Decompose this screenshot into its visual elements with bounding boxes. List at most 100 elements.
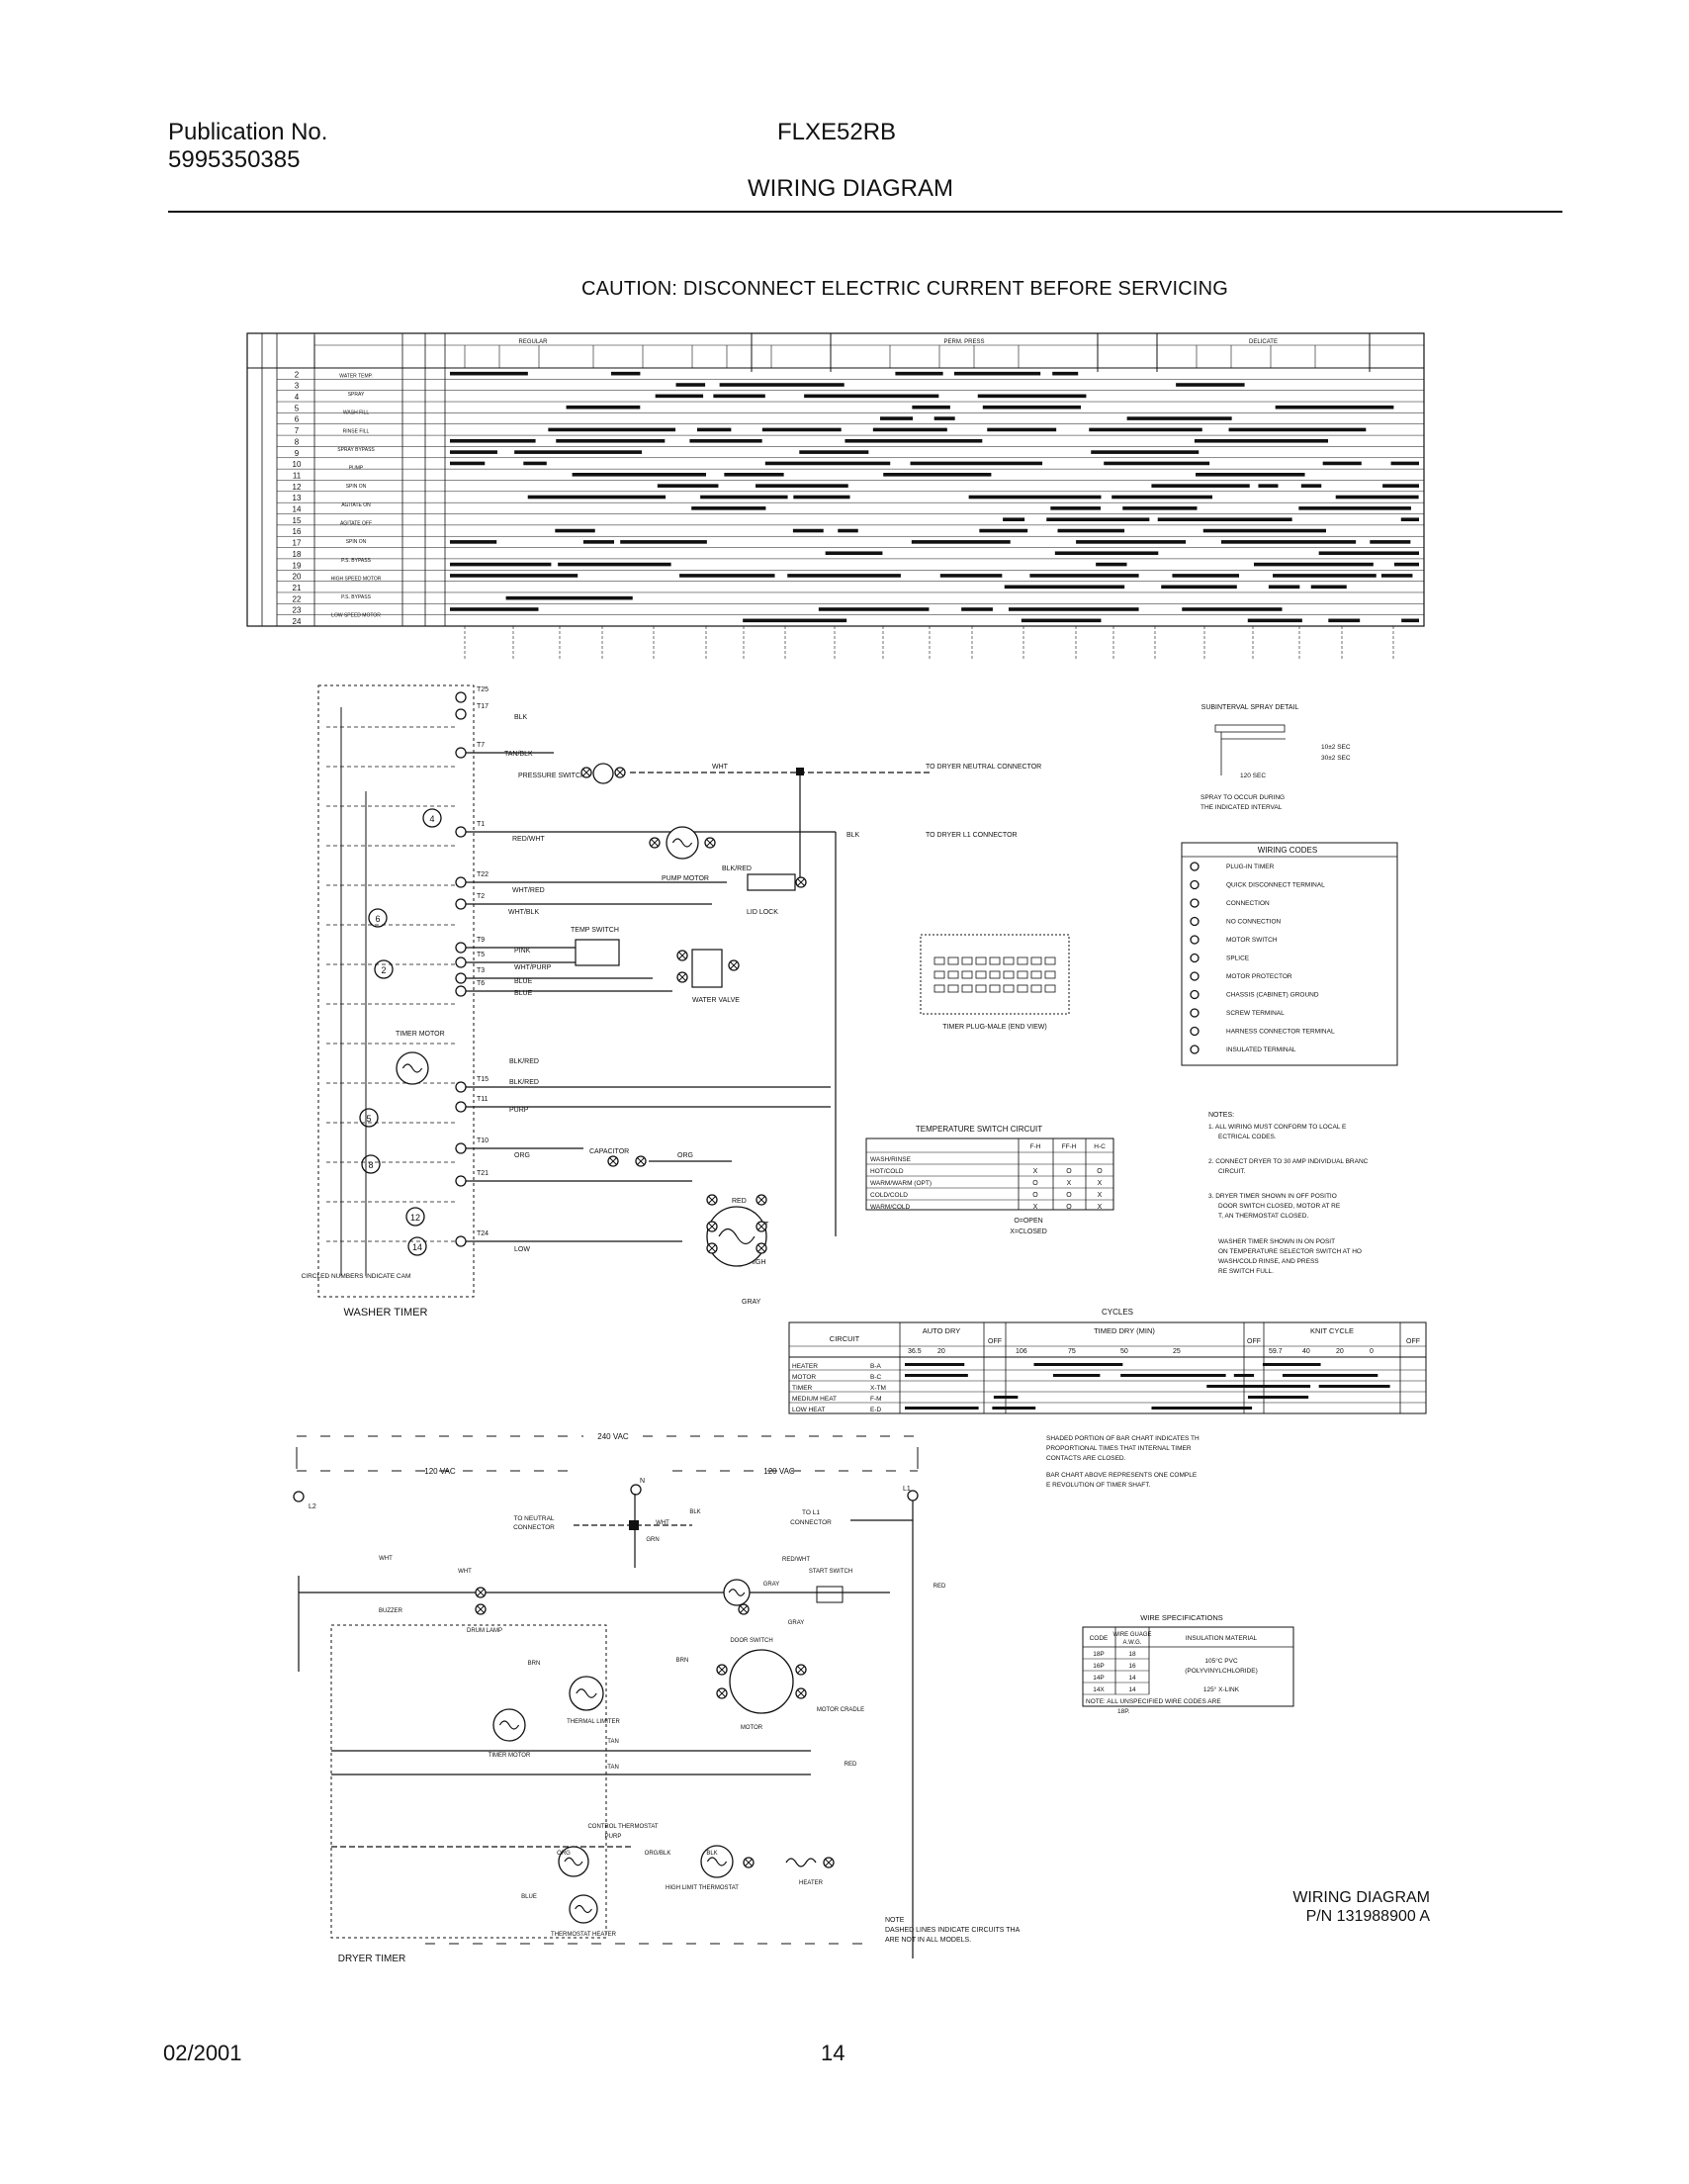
notes-title: NOTES:	[1208, 1112, 1234, 1119]
quick-disconnect-mark	[797, 1666, 805, 1674]
note-line: RE SWITCH FULL.	[1218, 1268, 1274, 1275]
terminal-label: T22	[477, 871, 489, 878]
timer-terminal	[455, 956, 467, 968]
chart-row-number: 10	[293, 460, 302, 469]
timer-plug-pin	[989, 956, 1001, 965]
dryer-wire-label: ORG	[557, 1851, 571, 1857]
dryer-wire-label: GRAY	[763, 1582, 780, 1588]
temp-switch-row-label: WARM/COLD	[870, 1204, 911, 1211]
timer-plug-pin	[1044, 970, 1056, 979]
timer-plug-pin	[1044, 984, 1056, 993]
chart-closed-bar	[1194, 438, 1329, 443]
quick-disconnect-mark	[609, 1157, 617, 1165]
chart-closed-bar	[1089, 427, 1202, 432]
timer-terminal	[455, 985, 467, 997]
chart-closed-bar	[1126, 416, 1232, 420]
wiring-codes-box	[1181, 842, 1398, 1066]
chart-closed-bar	[527, 495, 667, 500]
to-neutral-label: TO NEUTRAL	[513, 1515, 554, 1522]
wire-label: LOW	[514, 1246, 530, 1253]
cycles-closed-bar	[1282, 1374, 1378, 1377]
voltage-120a-label: 120 VAC	[424, 1467, 456, 1476]
timer-terminal	[455, 1101, 467, 1113]
timer-terminal	[455, 691, 467, 703]
cam-number-circle	[405, 1207, 425, 1227]
chart-closed-bar	[838, 528, 858, 533]
terminal-label: T17	[477, 703, 489, 710]
chart-row-number: 2	[295, 370, 300, 379]
cycles-row-code: B-C	[870, 1374, 882, 1381]
cam-number-circle	[374, 959, 394, 979]
dryer-timer-label: DRYER TIMER	[338, 1954, 406, 1964]
cycles-tick: 75	[1068, 1348, 1076, 1355]
chart-closed-bar	[968, 495, 1102, 500]
wire-label: WHT/BLK	[508, 909, 539, 916]
wire-label: CAPACITOR	[589, 1148, 629, 1155]
cycles-closed-bar	[993, 1396, 1019, 1399]
chart-closed-bar	[1400, 517, 1419, 521]
terminal-label: T9	[477, 937, 485, 944]
chart-circuit-label: PUMP	[349, 466, 364, 472]
cycles-note: SHADED PORTION OF BAR CHART INDICATES TH	[1046, 1435, 1200, 1442]
chart-closed-bar	[657, 484, 719, 488]
quick-disconnect-mark	[708, 1244, 716, 1252]
cycles-note: E REVOLUTION OF TIMER SHAFT.	[1046, 1482, 1151, 1489]
wire-specs-note: NOTE: ALL UNSPECIFIED WIRE CODES ARE	[1086, 1698, 1221, 1705]
timer-terminal	[455, 1081, 467, 1093]
chart-closed-bar	[1029, 574, 1139, 578]
quick-disconnect-mark	[708, 1196, 716, 1204]
chart-row-number: 11	[293, 471, 302, 480]
chart-closed-bar	[977, 394, 1087, 399]
cycles-header: OFF	[1406, 1338, 1420, 1345]
chart-closed-bar	[987, 427, 1057, 432]
note-line: 2. CONNECT DRYER TO 30 AMP INDIVIDUAL BR…	[1208, 1158, 1369, 1165]
note-line: WASH/COLD RINSE, AND PRESS	[1218, 1258, 1319, 1265]
drawing-label: WIRING DIAGRAM P/N 131988900 A	[1286, 1888, 1430, 1926]
chart-closed-bar	[1151, 484, 1250, 488]
timer-plug-pin	[947, 970, 959, 979]
cycles-title: CYCLES	[1102, 1308, 1133, 1317]
chart-closed-bar	[1202, 528, 1326, 533]
chart-closed-bar	[764, 461, 891, 466]
dryer-wire-label: RED	[844, 1762, 857, 1768]
temp-switch-legend: O=OPEN	[1014, 1218, 1042, 1225]
note-line: ECTRICAL CODES.	[1218, 1134, 1277, 1140]
to-l1-label: CONNECTOR	[790, 1519, 832, 1526]
timer-plug-pin	[1030, 956, 1042, 965]
quick-disconnect-mark	[616, 769, 624, 776]
terminal-label: T2	[477, 893, 485, 900]
chart-closed-bar	[1057, 528, 1125, 533]
dryer-wire-label: THERMAL LIMITER	[567, 1719, 620, 1725]
cam-number: 14	[412, 1242, 422, 1252]
note-line: CIRCUIT.	[1218, 1168, 1246, 1175]
wiring-code-symbol-icon	[1190, 989, 1200, 1000]
terminal-label: T11	[477, 1096, 489, 1103]
timer-terminal	[455, 1142, 467, 1154]
wire-specs-title: WIRE SPECIFICATIONS	[1140, 1613, 1223, 1622]
timer-plug-pin	[989, 970, 1001, 979]
cycles-note: BAR CHART ABOVE REPRESENTS ONE COMPLE	[1046, 1472, 1198, 1479]
wire-specs-code: 14P	[1093, 1675, 1105, 1682]
chart-closed-bar	[1111, 495, 1213, 500]
temp-switch-row-label: HOT/COLD	[870, 1168, 904, 1175]
chart-closed-bar	[558, 562, 671, 567]
chart-closed-bar	[1273, 574, 1377, 578]
timer-plug-pin	[1017, 956, 1028, 965]
dryer-timer-frame	[330, 1624, 607, 1939]
temp-switch-row-label: WASH/RINSE	[870, 1156, 912, 1163]
quick-disconnect-mark	[477, 1605, 485, 1613]
footer-date: 02/2001	[163, 2041, 242, 2065]
temp-switch-cell: X	[1033, 1204, 1038, 1211]
l1-label: L1	[903, 1486, 911, 1493]
wire-label: TO DRYER L1 CONNECTOR	[926, 832, 1018, 839]
dryer-wire-label: RED/WHT	[782, 1557, 810, 1563]
chart-row-number: 5	[295, 404, 300, 412]
dryer-wire-label: BLUE	[521, 1894, 537, 1900]
chart-closed-bar	[548, 427, 676, 432]
chart-closed-bar	[1247, 618, 1302, 623]
dryer-wire-label: HIGH LIMIT THERMOSTAT	[666, 1885, 739, 1891]
chart-closed-bar	[1104, 461, 1210, 466]
splice-icon	[796, 768, 804, 775]
timer-plug-pin	[933, 970, 945, 979]
